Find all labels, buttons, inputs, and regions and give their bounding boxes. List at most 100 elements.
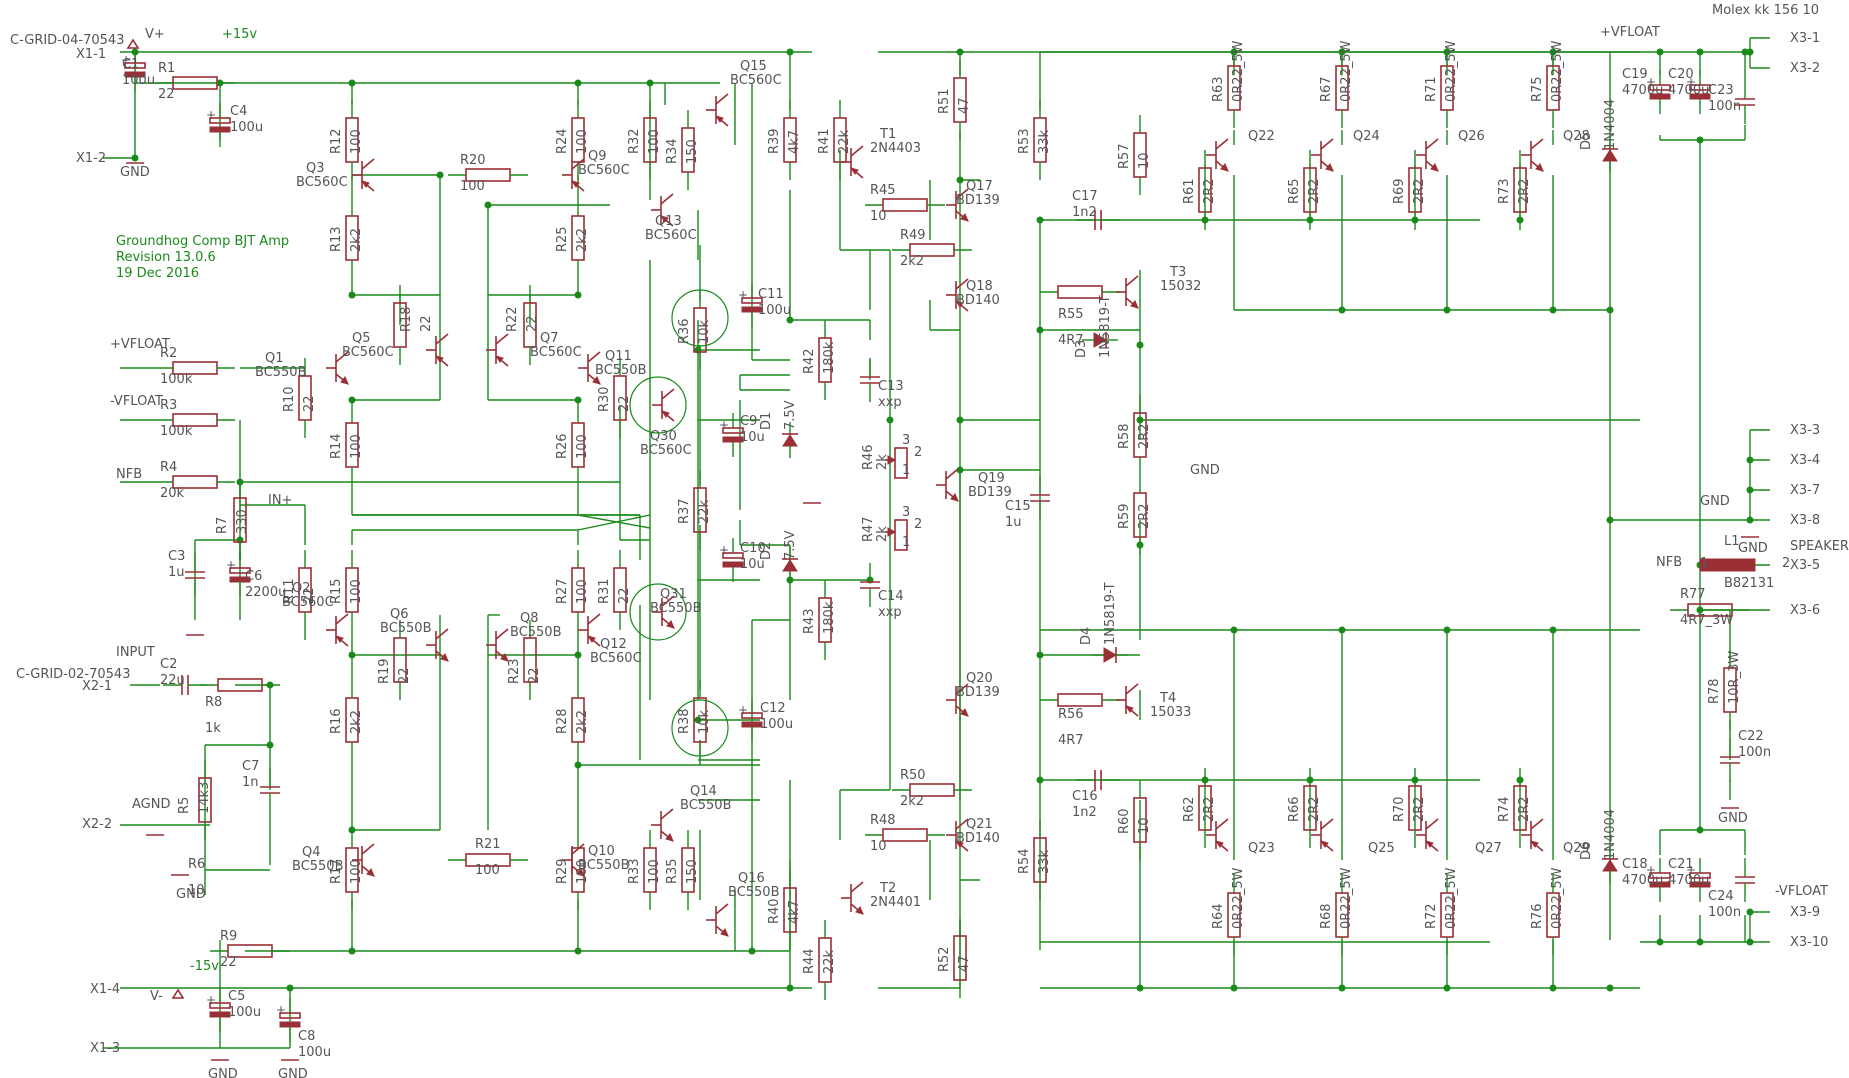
val-c18: 4700u [1622,873,1663,888]
ref-c4: C4 [230,104,247,119]
pin1-l1: 1 [1700,556,1708,571]
ref-r71: R71 [1424,76,1439,102]
val-q30: BC560C [640,443,692,458]
ref-r41: R41 [817,128,832,154]
rail-vfloat-p-right: +VFLOAT [1600,25,1660,40]
val-c22: 100n [1738,745,1771,760]
diode-d4 [1091,646,1129,664]
ref-c1: C1 [122,57,139,72]
val-r70: 2R2 [1412,796,1427,822]
ref-r36: R36 [677,318,692,344]
pin-x3-2: X3-2 [1790,61,1820,76]
val-t3: 15032 [1160,279,1201,294]
pin-x3-1: X3-1 [1790,31,1820,46]
pin-x1-3: X1-3 [90,1041,120,1056]
val-q8: BC550B [510,625,562,640]
ref-r53: R53 [1017,128,1032,154]
transistor-q12 [577,613,601,647]
val-r53: 33k [1037,129,1052,154]
ref-c22: C22 [1738,729,1764,744]
val-c10: 10u [740,557,765,572]
val-r3: 100k [160,424,193,439]
val-r13: 2k2 [349,228,364,252]
ref-c12: C12 [760,701,786,716]
cap-c24 [1734,857,1756,903]
ref-r77: R77 [1680,587,1706,602]
val-q6: BC550B [380,621,432,636]
val-r56: 4R7 [1058,733,1084,748]
ref-c14: C14 [878,589,904,604]
val-q9: BC560C [578,163,630,178]
val-l1: B82131 [1724,576,1774,591]
ref-q3: Q3 [306,161,325,176]
val-r45: 10 [870,209,887,224]
val-c6: 2200u [245,585,286,600]
val-r72: 0R22_5W [1444,867,1459,929]
val-c21: 4700u [1668,873,1709,888]
val-r54: 33k [1037,849,1052,874]
ref-q17: Q17 [966,179,993,194]
ref-r31: R31 [597,578,612,604]
ref-c23: C23 [1708,83,1734,98]
ref-q19: Q19 [978,471,1005,486]
ref-c24: C24 [1708,889,1734,904]
ref-c7: C7 [242,759,259,774]
gnd-label-r6: GND [176,887,206,902]
rail-gnd-mid: GND [1190,463,1220,478]
val-r48: 10 [870,839,887,854]
val-c20: 4700u [1668,83,1709,98]
ref-r56: R56 [1058,707,1084,722]
val-c24: 100n [1708,905,1741,920]
ref-q21: Q21 [966,817,993,832]
resistor-r56 [1039,693,1121,707]
val-t1: 2N4403 [870,141,921,156]
ref-t1: T1 [879,127,896,142]
nfb-label-right: NFB [1656,555,1682,570]
val-r37: 22k [697,499,712,524]
cap-c5 [205,987,231,1033]
components [120,38,1760,1061]
val-q16: BC550B [728,885,780,900]
ref-r32: R32 [627,128,642,154]
val-r55: 4R7 [1058,333,1084,348]
ref-r59: R59 [1117,503,1132,529]
ref-r43: R43 [802,608,817,634]
val-q19: BD139 [968,485,1012,500]
ref-c2: C2 [160,657,177,672]
val-r23: 22 [527,667,542,684]
rail-vfloat-n: -VFLOAT [110,394,163,409]
val-r39: 4k7 [787,130,802,154]
transistor-q8 [485,628,509,662]
val-q10: BC550B [578,858,630,873]
transistor-q23 [1205,818,1229,852]
val-q21: BD140 [956,831,1000,846]
val-r27: 100 [575,579,590,604]
ref-t4: T4 [1159,691,1176,706]
val-c2: 22u [160,673,185,688]
speaker-label: SPEAKER [1790,539,1849,554]
val-r35: 150 [685,859,700,884]
val-r75: 0R22_5W [1550,40,1565,102]
val-r18: 22 [419,315,434,332]
ref-r5: R5 [177,797,192,814]
ref-d4: D4 [1079,627,1094,645]
ref-c19: C19 [1622,67,1648,82]
val-c9: 10u [740,430,765,445]
ref-r39: R39 [767,128,782,154]
val-r30: 22 [617,395,632,412]
val-r32: 100 [647,129,662,154]
ref-r18: R18 [399,306,414,332]
nfb-label-left: NFB [116,467,142,482]
val-q31: BC550B [650,601,702,616]
ref-c15: C15 [1005,499,1031,514]
val-r44: 22k [822,949,837,974]
ref-r66: R66 [1287,796,1302,822]
val-r40: 4k7 [787,900,802,924]
ref-q24: Q24 [1353,129,1380,144]
val-r21: 100 [475,863,500,878]
val-q2: BC560C [282,595,334,610]
ref-q18: Q18 [966,279,993,294]
ref-c6: C6 [245,569,262,584]
pin-x1-2: X1-2 [76,151,106,166]
ref-r62: R62 [1182,796,1197,822]
